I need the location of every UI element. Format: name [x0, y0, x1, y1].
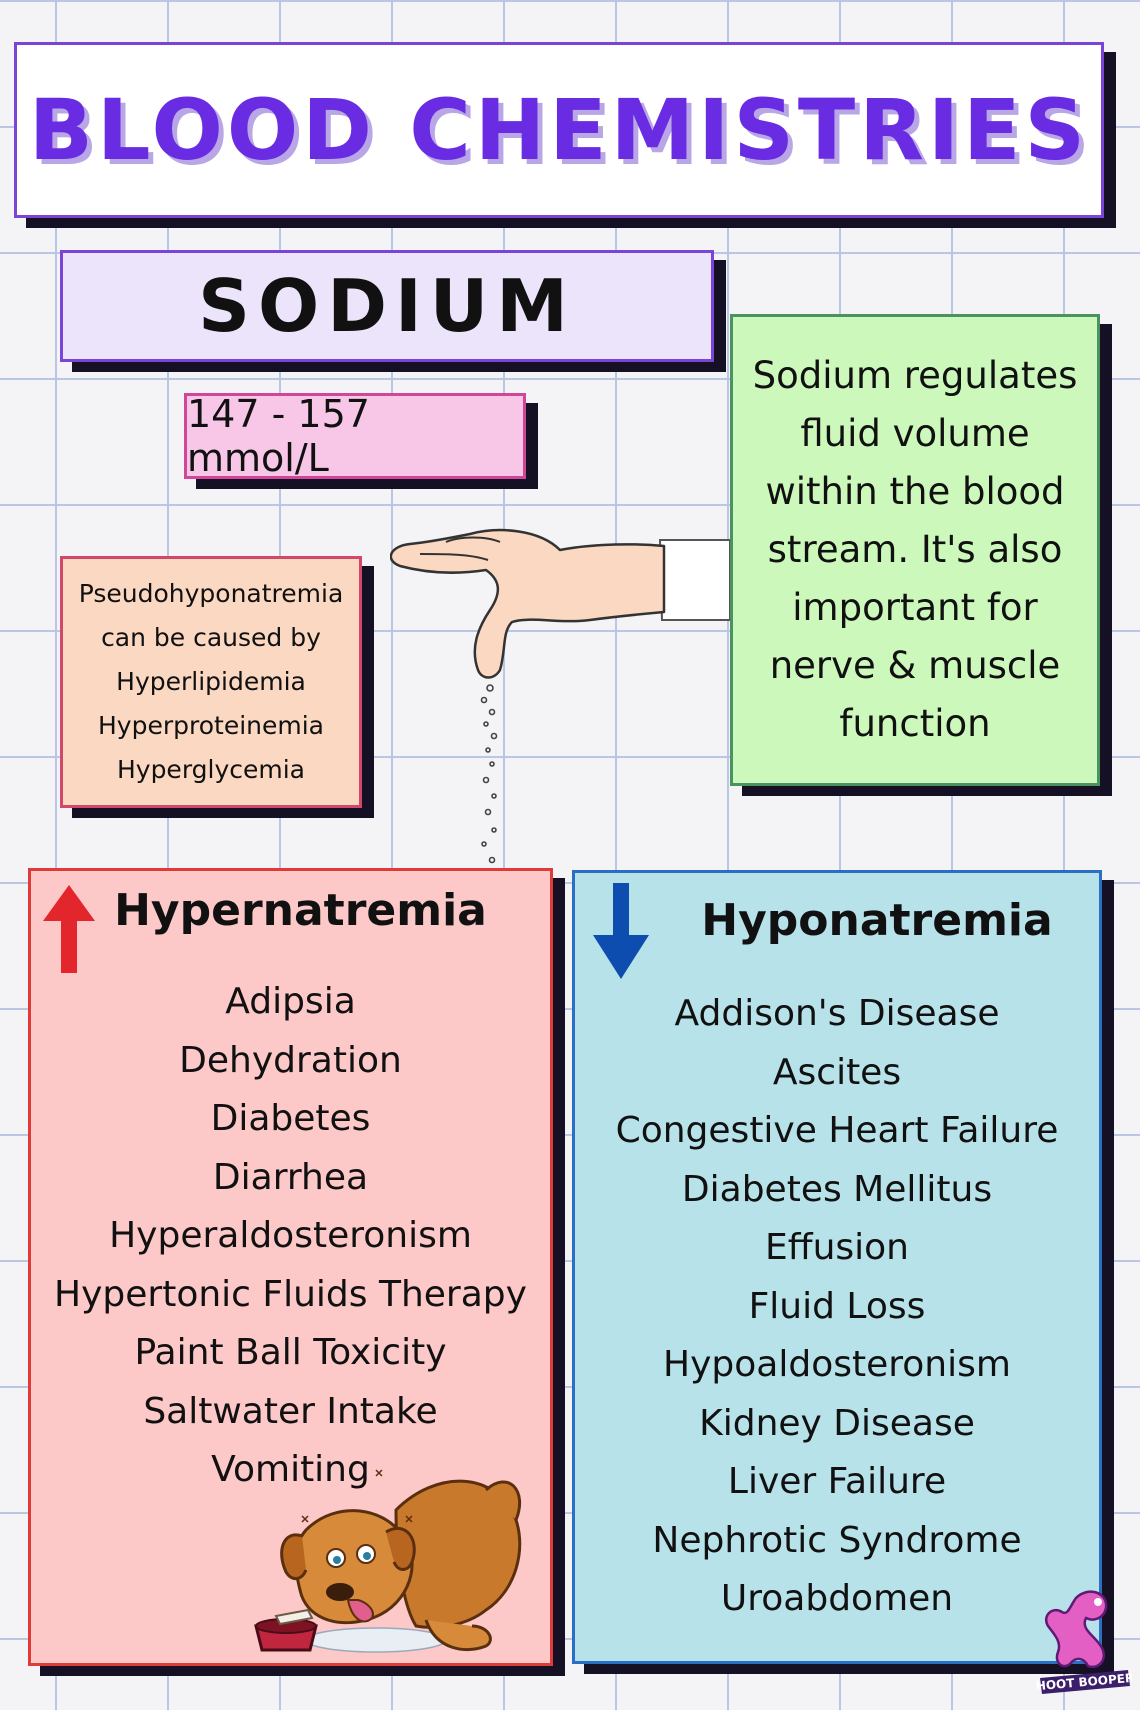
hypernatremia-causes: Adipsia Dehydration Diabetes Diarrhea Hy…	[31, 973, 550, 1500]
list-item: Saltwater Intake	[143, 1390, 438, 1432]
list-item: Nephrotic Syndrome	[652, 1519, 1022, 1561]
note-line: Hyperlipidemia	[116, 667, 306, 696]
list-item: Diabetes Mellitus	[681, 1168, 993, 1210]
hand-sprinkling-salt-icon	[390, 528, 730, 679]
shoot-boopers-logo: SHOOT BOOPERS	[1036, 1590, 1132, 1694]
list-item: Ascites	[772, 1051, 902, 1093]
reference-range: 147 - 157 mmol/L	[187, 392, 370, 480]
list-item: Dehydration	[179, 1039, 402, 1081]
list-item: Hypertonic Fluids Therapy	[54, 1273, 527, 1315]
list-item: Hypoaldosteronism	[663, 1344, 1011, 1385]
list-item: Addison's Disease	[674, 993, 1000, 1034]
list-item: Kidney Disease	[699, 1402, 975, 1444]
page-title: BLOOD CHEMISTRIES	[28, 81, 1090, 179]
analyte-banner: SODIUM	[60, 250, 714, 362]
list-item: Paint Ball Toxicity	[134, 1332, 447, 1373]
dog-drinking-icon	[254, 1469, 522, 1653]
note-line: Hyperglycemia	[116, 755, 306, 784]
hyponatremia-causes: Addison's Disease Ascites Congestive Hea…	[575, 985, 1099, 1629]
list-item: Adipsia	[225, 981, 356, 1022]
list-item: Fluid Loss	[748, 1285, 926, 1327]
salt-grains-icon	[480, 684, 498, 864]
red-up-arrow-icon	[43, 885, 95, 973]
logo-text: SHOOT BOOPERS	[1036, 1670, 1132, 1694]
hyponatremia-card: Hyponatremia Addison's Disease Ascites C…	[572, 870, 1102, 1664]
pseudo-note-card: Pseudohyponatremia can be caused by Hype…	[60, 556, 362, 808]
definition-card: Sodium regulates fluid volume within the…	[730, 314, 1100, 786]
reference-range-badge: 147 - 157 mmol/L	[184, 392, 526, 480]
blue-down-arrow-icon	[593, 883, 649, 979]
title-banner: BLOOD CHEMISTRIES	[14, 42, 1104, 218]
note-line: Pseudohyponatremia	[78, 579, 344, 608]
note-line: Hyperproteinemia	[98, 711, 324, 740]
note-line: can be caused by	[101, 623, 321, 652]
list-item: Diarrhea	[212, 1156, 369, 1198]
list-item: Uroabdomen	[720, 1578, 954, 1619]
hypernatremia-title: Hypernatremia	[114, 885, 487, 936]
list-item: Vomiting	[211, 1449, 370, 1490]
list-item: Effusion	[765, 1227, 909, 1268]
list-item: Liver Failure	[727, 1461, 947, 1502]
hypernatremia-card: Hypernatremia Adipsia Dehydration Diabet…	[28, 868, 553, 1666]
list-item: Hyperaldosteronism	[109, 1215, 472, 1256]
hyponatremia-title: Hyponatremia	[701, 895, 1053, 946]
list-item: Congestive Heart Failure	[615, 1110, 1059, 1151]
definition-text: Sodium regulates fluid volume within the…	[752, 354, 1078, 745]
list-item: Diabetes	[210, 1098, 371, 1139]
analyte-title: SODIUM	[198, 264, 576, 348]
